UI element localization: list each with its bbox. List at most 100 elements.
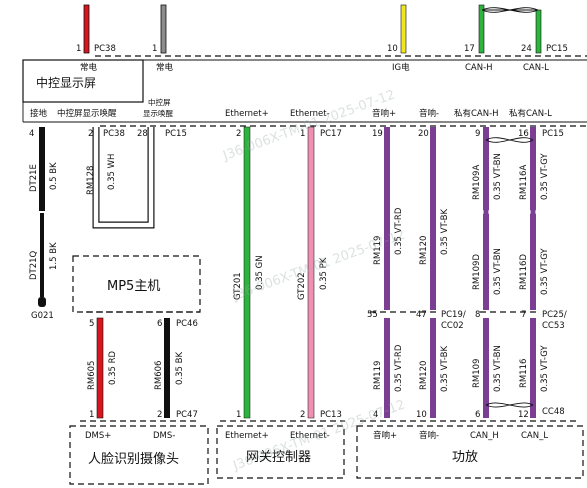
wire-constant-power-2 [160, 4, 167, 54]
gw-title: 网关控制器 [246, 450, 311, 465]
conn-wake-pc38: PC38 [103, 129, 125, 139]
pin-top-17: 17 [464, 44, 475, 54]
wire-spec-rm109a: 0.35 VT-BN [493, 153, 503, 200]
conn-top-pc15: PC15 [546, 44, 568, 54]
conn-gw-pc17: PC17 [320, 129, 342, 139]
pin-amp-mid-7: 7 [521, 310, 526, 320]
wire-amp-can-l-upper [530, 127, 536, 310]
wire-constant-power-pc38 [83, 4, 90, 54]
pin-amp-bottom-4: 4 [373, 410, 378, 420]
mp5-title: MP5主机 [107, 279, 160, 294]
amp-title: 功放 [452, 450, 478, 465]
wire-wake-rm128-core [93, 127, 154, 228]
conn-amp-pc15: PC15 [542, 129, 564, 139]
sig-ccd-spk-p: 音响+ [372, 108, 396, 119]
conn-amp-pc25: PC25/ [542, 310, 567, 320]
wire-id-rm116a: RM116A [519, 165, 529, 200]
wire-id-dt21e: DT21E [29, 164, 39, 192]
sig-ccd-gnd: 接地 [30, 108, 48, 119]
pin-amp-bottom-10: 10 [416, 410, 427, 420]
sig-cam-dms-n: DMS- [153, 431, 175, 441]
wire-id-rm109d: RM109D [472, 254, 482, 290]
sig-ccd-wake2-l1: 中控屏 [148, 97, 171, 107]
amp-box [356, 425, 584, 479]
wire-id-rm116: RM116 [519, 359, 529, 388]
conn-wake-pc15: PC15 [165, 129, 187, 139]
pin-cam-2: 2 [157, 410, 162, 420]
wire-amp-spk-n-lower [430, 318, 436, 418]
wire-spec-rm109d: 0.35 VT-BN [493, 248, 503, 295]
splice-can-l-dot [530, 209, 536, 215]
gw-box [216, 425, 345, 479]
wire-id-gt201: GT201 [233, 272, 243, 300]
pin-gw-bottom-1: 1 [236, 410, 241, 420]
wire-ig-power [400, 4, 407, 54]
conn-amp-pc19: PC19/ [441, 310, 466, 320]
sig-ccd-spk-n: 音响- [419, 108, 439, 119]
pin-top-1: 1 [76, 44, 81, 54]
pin-amp-bottom-12: 12 [518, 410, 529, 420]
wire-id-rm606: RM606 [154, 361, 164, 390]
wire-id-dt21q: DT21Q [29, 250, 39, 280]
sig-amp-can-h: CAN_H [470, 431, 499, 441]
wire-spec-0.35gn: 0.35 GN [255, 255, 265, 290]
ground-terminal [38, 297, 46, 307]
sig-top-ig: IG电 [392, 62, 410, 73]
wire-id-rm109: RM109 [472, 359, 482, 388]
pin-ground-4: 4 [29, 129, 34, 139]
pin-amp-top-20: 20 [418, 129, 429, 139]
wire-spec-rm109-lower: 0.35 VT-BN [493, 345, 503, 392]
pin-amp-mid-8: 8 [475, 310, 480, 320]
ccd-title: 中控显示屏 [36, 75, 96, 90]
sig-amp-spk-p: 音响+ [373, 430, 397, 441]
pin-amp-top-16: 16 [518, 129, 529, 139]
ground-point-g021: G021 [31, 311, 54, 321]
wire-id-rm119-upper: RM119 [373, 236, 383, 265]
ccd-title-box [22, 59, 144, 103]
twisted-pair-amp-bottom [485, 402, 534, 408]
conn-amp-cc02: CC02 [441, 321, 464, 331]
wire-spec-0.35wh: 0.35 WH [107, 154, 117, 190]
wire-id-rm109a: RM109A [472, 165, 482, 200]
conn-cam-pc46: PC46 [176, 319, 198, 329]
sig-ccd-can-l: 私有CAN-L [509, 108, 552, 119]
twisted-pair-amp-top [485, 137, 534, 143]
wire-spec-0.35rd: 0.35 RD [108, 350, 118, 385]
amp-wires [384, 127, 540, 418]
wire-amp-spk-n-upper [430, 127, 436, 310]
sig-gw-eth-p: Ethernet+ [225, 431, 269, 441]
wire-spec-rm120-lower: 0.35 VT-BK [440, 346, 450, 392]
cam-box [69, 425, 209, 485]
wire-spec-rm116d: 0.35 VT-GY [540, 248, 550, 295]
pin-gw-bottom-2: 2 [300, 410, 305, 420]
wire-wake-rm128 [92, 127, 155, 229]
pin-top-24: 24 [521, 44, 532, 54]
conn-amp-cc48: CC48 [542, 407, 565, 417]
sig-gw-eth-n: Ethernet- [290, 431, 330, 441]
wire-id-rm120-lower: RM120 [419, 361, 429, 390]
pin-top-10: 10 [387, 44, 398, 54]
splice-can-h-dot [483, 209, 489, 215]
pin-amp-mid-55: 55 [367, 310, 378, 320]
sig-top-can-h: CAN-H [465, 63, 493, 73]
wire-spec-0.35bk: 0.35 BK [175, 352, 185, 385]
pin-amp-mid-47: 47 [416, 310, 427, 320]
wire-spec-1.5bk: 1.5 BK [49, 242, 59, 270]
wire-spec-rm119-upper: 0.35 VT-RD [394, 207, 404, 255]
pin-gw-top-1: 1 [300, 129, 305, 139]
top-wires [83, 4, 542, 54]
conn-gw-pc13: PC13 [320, 410, 342, 420]
conn-top-pc38: PC38 [94, 44, 116, 54]
wire-amp-can-l-lower [530, 318, 536, 418]
wire-id-rm605: RM605 [87, 361, 97, 390]
conn-cam-pc47: PC47 [176, 410, 198, 420]
sig-top-constant-1: 常电 [80, 62, 98, 73]
sig-top-constant-2: 常电 [156, 62, 174, 73]
wire-spec-0.5bk: 0.5 BK [49, 162, 59, 190]
wire-amp-can-h-lower [483, 318, 489, 418]
wire-dms-p-rm605 [96, 317, 104, 419]
twisted-pair-marker [481, 7, 539, 13]
wire-spec-rm116-lower: 0.35 VT-GY [540, 345, 550, 392]
wire-ground-dt21e [39, 127, 45, 211]
